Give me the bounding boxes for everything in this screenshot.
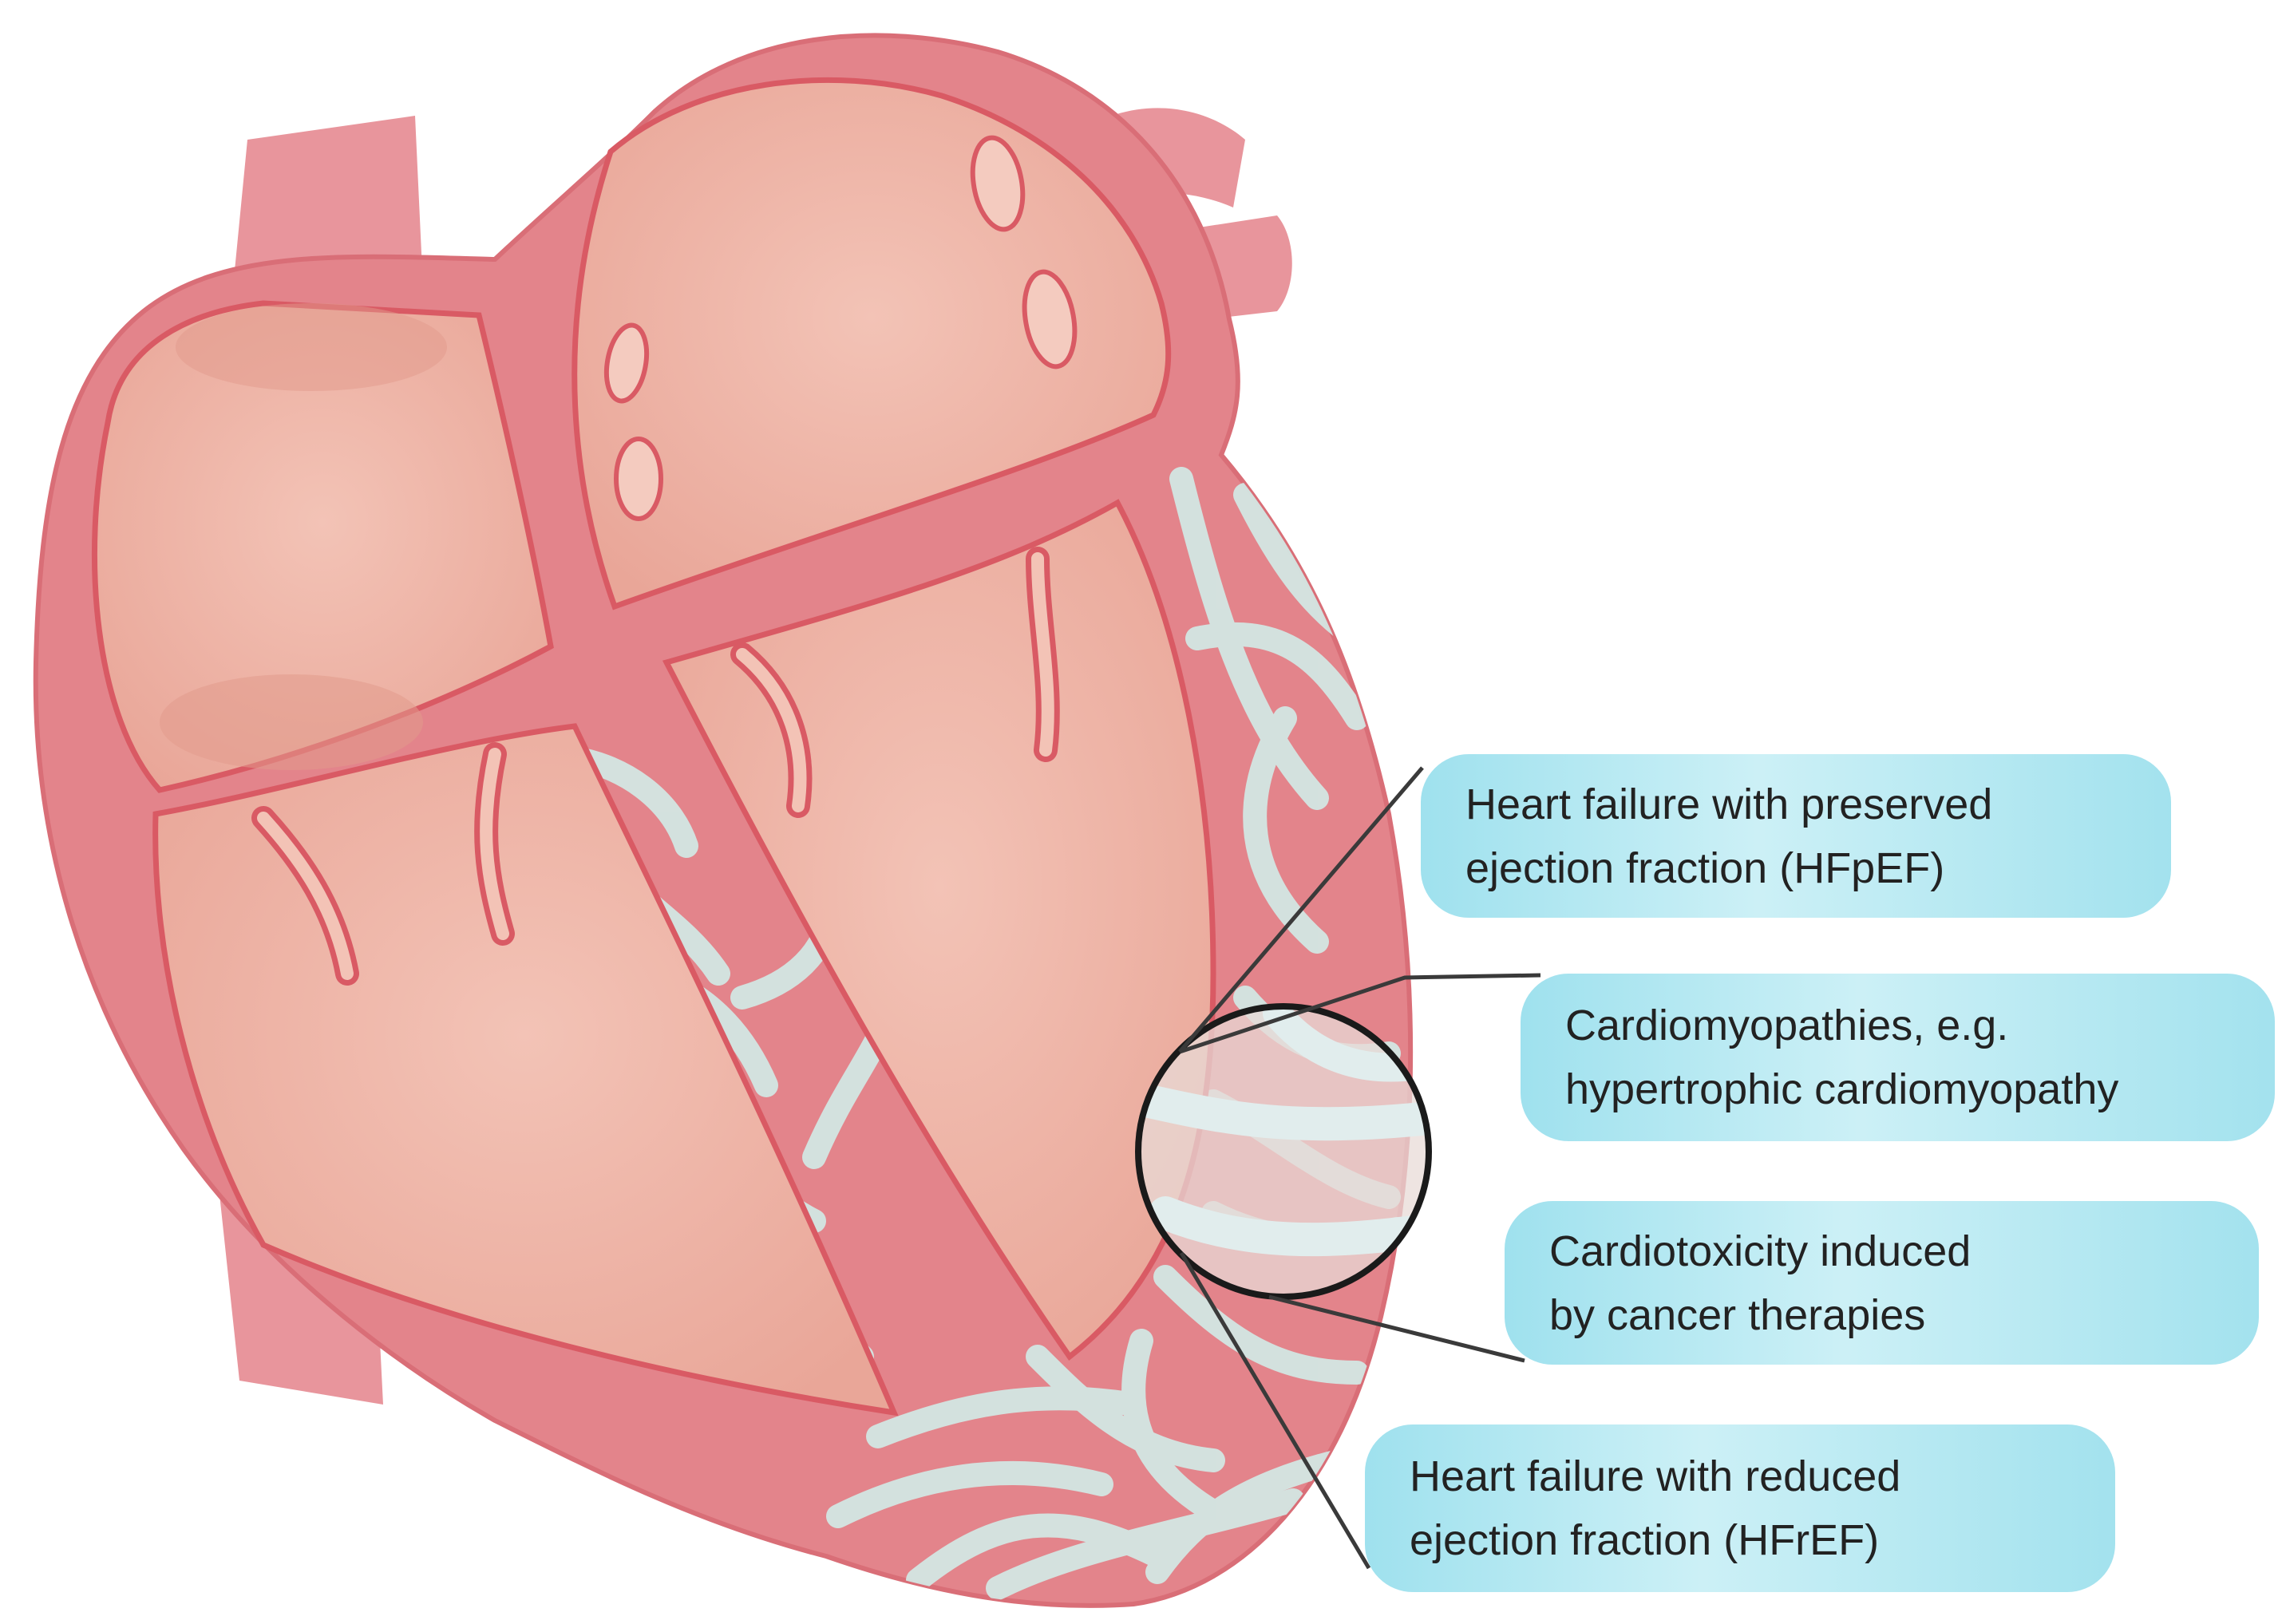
left-lower-chamber [152,723,899,1417]
callout-cardiotoxicity-line2: by cancer therapies [1549,1290,1926,1339]
callout-hfpef-line1: Heart failure with preserved [1465,780,1993,828]
callout-hfref-line2: ejection fraction (HFrEF) [1410,1516,1880,1564]
callout-cardiotoxicity: Cardiotoxicity induced by cancer therapi… [1505,1201,2259,1365]
leader-lines [1178,766,1541,1570]
callout-cardiomyopathies: Cardiomyopathies, e.g. hypertrophic card… [1521,974,2275,1141]
callout-hfpef-line2: ejection fraction (HFpEF) [1465,844,1945,892]
vein-openings [603,135,1078,521]
callout-hfpef: Heart failure with preserved ejection fr… [1421,754,2171,918]
callout-cardiomyopathies-line2: hypertrophic cardiomyopathy [1565,1065,2119,1113]
left-upper-chamber [91,300,554,793]
magnifier-lens-icon [1135,1003,1432,1300]
callout-hfref-line1: Heart failure with reduced [1410,1452,1901,1500]
callout-cardiotoxicity-line1: Cardiotoxicity induced [1549,1227,1972,1275]
callout-cardiomyopathies-line1: Cardiomyopathies, e.g. [1565,1002,2009,1049]
callout-hfref: Heart failure with reduced ejection frac… [1365,1424,2115,1592]
